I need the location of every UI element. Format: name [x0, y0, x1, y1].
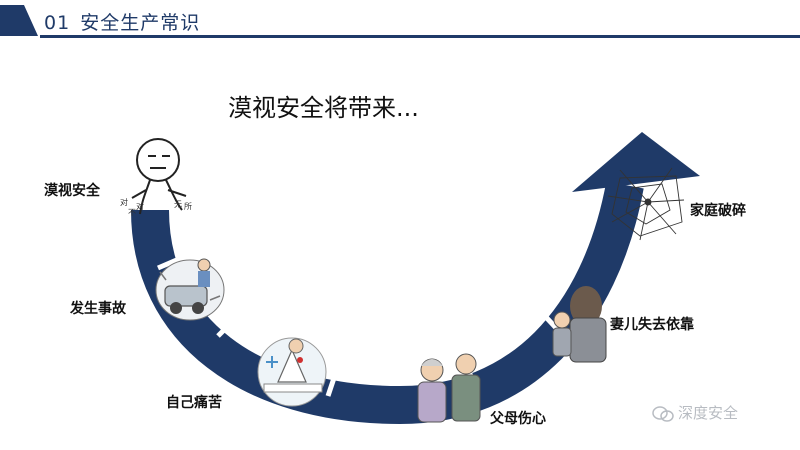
watermark: 深度安全	[652, 402, 738, 423]
sketch-annotations: 对 对 无 所 不	[120, 197, 192, 217]
grieving-parents-icon	[417, 353, 481, 423]
step-label-accident: 发生事故	[70, 301, 126, 317]
shattered-glass-icon	[607, 167, 685, 241]
header-decoration	[0, 5, 800, 38]
sketch-note: 对	[136, 201, 144, 211]
wechat-icon	[652, 405, 674, 422]
step-label-family-loses-support: 妻儿失去依靠	[610, 317, 694, 333]
step-label-ignore-safety: 漠视安全	[44, 183, 100, 199]
step-label-self-pain: 自己痛苦	[166, 395, 222, 411]
mother-child-icon	[552, 286, 607, 363]
section-number: 01	[44, 12, 71, 34]
sketch-note: 不	[128, 208, 136, 217]
arrow-head-icon	[572, 132, 700, 192]
step-label-parents-grief: 父母伤心	[490, 411, 546, 427]
section-title-text: 安全生产常识	[80, 12, 201, 34]
sketch-note: 对	[120, 197, 128, 207]
step-label-family-broken: 家庭破碎	[690, 203, 746, 219]
accident-scene-icon	[155, 258, 225, 321]
sketch-note: 所	[184, 201, 192, 211]
header-bar: 01 安全生产常识	[0, 0, 800, 44]
sketch-note: 无	[174, 200, 182, 209]
injured-person-icon	[257, 337, 327, 407]
watermark-text: 深度安全	[678, 404, 739, 422]
page-headline: 漠视安全将带来...	[228, 94, 419, 122]
careless-person-icon	[131, 138, 187, 215]
section-title: 01 安全生产常识	[44, 8, 200, 35]
